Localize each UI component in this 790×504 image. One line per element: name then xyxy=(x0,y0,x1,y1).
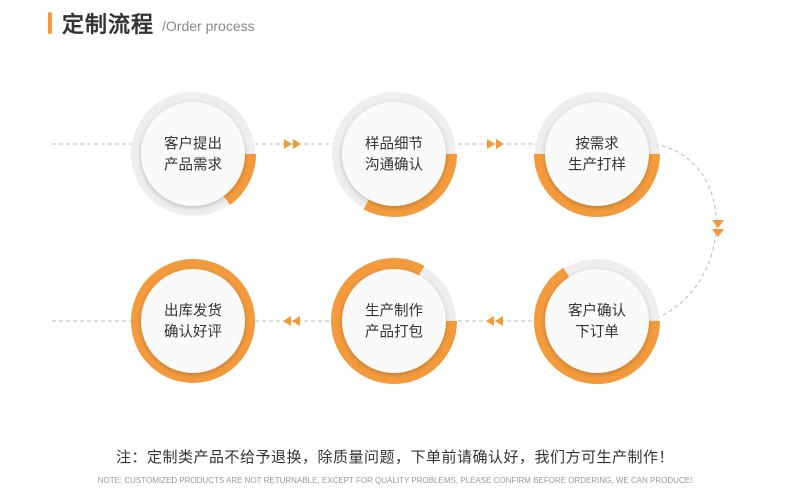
step-label-line: 出库发货 xyxy=(164,303,222,320)
footer-note-en: NOTE: CUSTOMIZED PRODUCTS ARE NOT RETURN… xyxy=(97,476,693,485)
flow-arrows xyxy=(283,139,724,326)
step-inner-circle xyxy=(545,102,649,206)
step-label-line: 下订单 xyxy=(575,324,619,341)
step-label-line: 样品细节 xyxy=(365,136,423,153)
header-accent-bar xyxy=(48,12,52,34)
step-inner-circle xyxy=(141,102,245,206)
step-inner-circle xyxy=(342,269,446,373)
step-progress-ring xyxy=(363,153,457,217)
step-label-line: 产品打包 xyxy=(365,324,423,341)
right-connector-curve xyxy=(649,143,717,322)
step-inner-circle xyxy=(141,269,245,373)
step-label-line: 产品需求 xyxy=(164,157,222,174)
step-label-line: 客户提出 xyxy=(164,136,222,153)
arrow-right-2 xyxy=(487,139,504,149)
arrow-right-1 xyxy=(284,139,301,149)
step-progress-ring xyxy=(331,258,457,384)
step-label-line: 沟通确认 xyxy=(365,157,423,174)
page-subtitle: /Order process xyxy=(162,18,255,34)
step-inner-circle xyxy=(545,269,649,373)
step-progress-ring xyxy=(221,153,256,205)
footer-note-cn: 注：定制类产品不给予退换，除质量问题，下单前请确认好，我们方可生产制作！ xyxy=(115,448,674,466)
arrow-left-2 xyxy=(283,316,300,326)
arrow-down xyxy=(712,220,724,237)
step-progress-ring xyxy=(534,267,660,384)
step-label-line: 客户确认 xyxy=(568,303,626,320)
arrow-left-1 xyxy=(486,316,503,326)
step-label-line: 生产打样 xyxy=(568,157,626,174)
step-nodes: 客户提出产品需求样品细节沟通确认按需求生产打样客户确认下订单生产制作产品打包出库… xyxy=(131,92,660,384)
step-inner-circle xyxy=(342,102,446,206)
section-header: 定制流程 /Order process xyxy=(48,8,255,38)
step-label-line: 按需求 xyxy=(575,136,619,153)
step-progress-ring xyxy=(534,153,660,217)
step-label-line: 生产制作 xyxy=(365,303,423,320)
page-title: 定制流程 xyxy=(62,13,155,38)
step-label-line: 确认好评 xyxy=(164,324,222,341)
